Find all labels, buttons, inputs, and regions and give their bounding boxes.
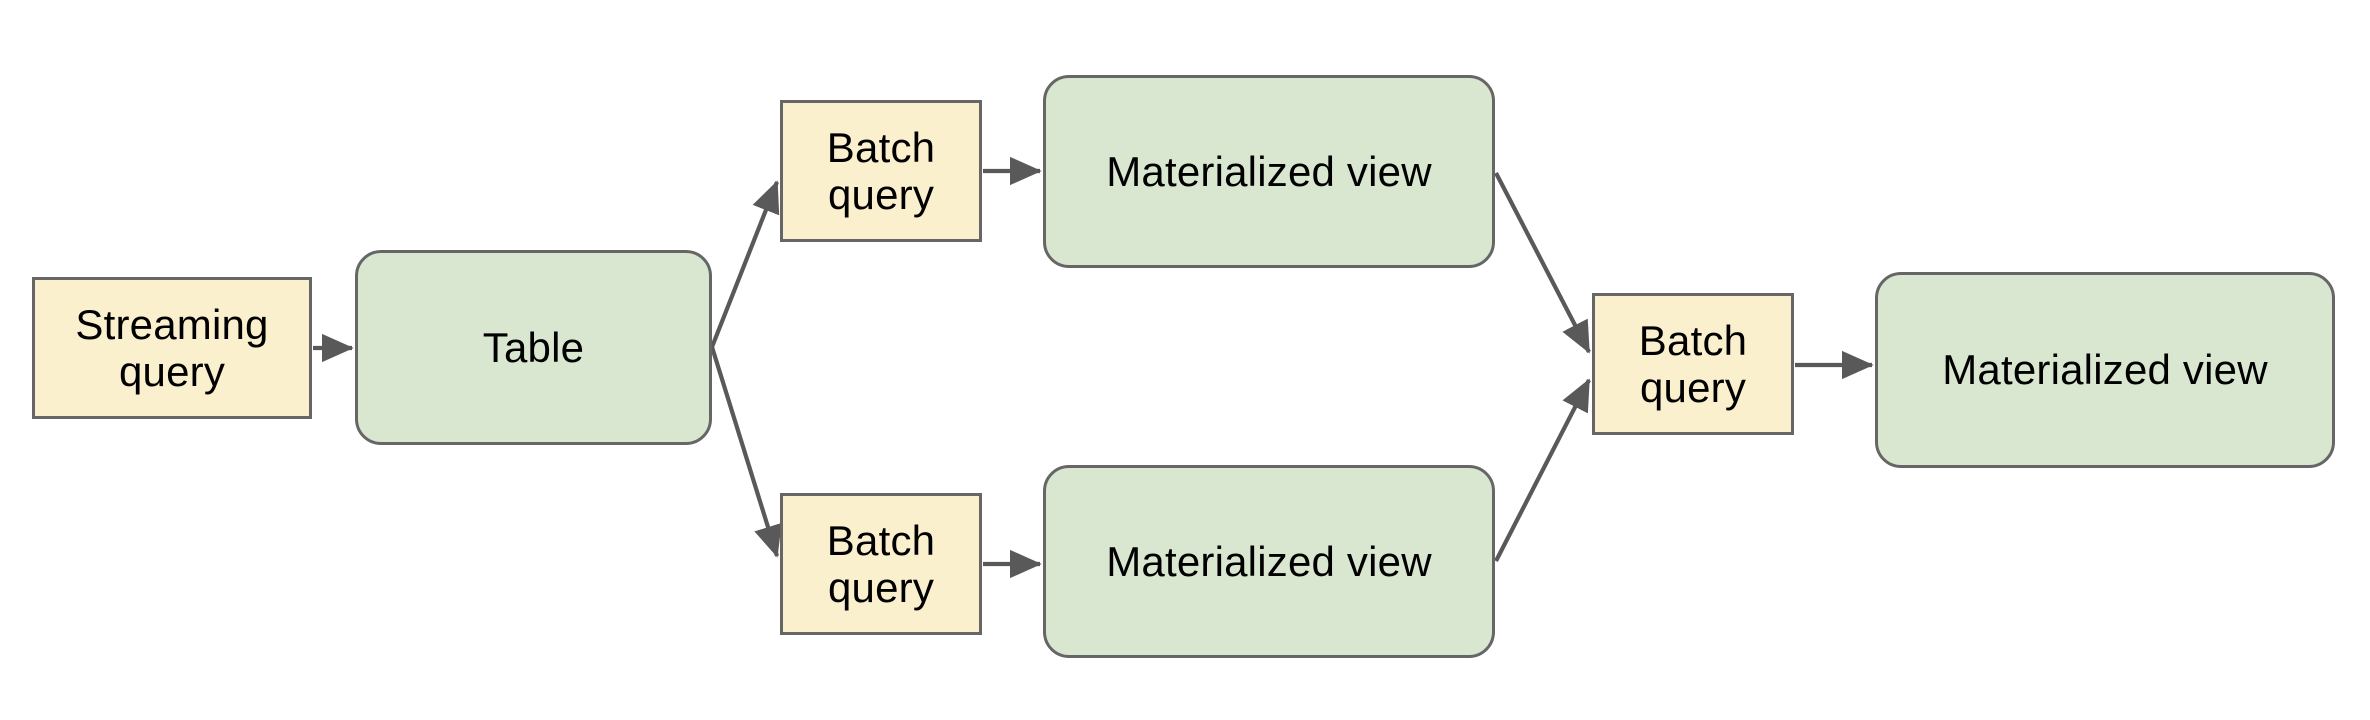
edge-table-to-batch-top [710, 180, 780, 348]
node-materialized-view-bottom[interactable]: Materialized view [1043, 465, 1495, 658]
node-batch-query-join[interactable]: Batch query [1592, 293, 1794, 435]
node-label-materialized-view-top: Materialized view [1106, 147, 1432, 195]
node-table[interactable]: Table [355, 250, 712, 445]
node-materialized-view-top[interactable]: Materialized view [1043, 75, 1495, 268]
edge-mv-bottom-to-batch-join [1494, 378, 1591, 562]
node-label-batch-query-bottom: Batch query [826, 516, 936, 611]
node-materialized-view-final[interactable]: Materialized view [1875, 272, 2335, 468]
node-label-materialized-view-bottom: Materialized view [1106, 537, 1432, 585]
node-label-streaming-query: Streaming query [75, 300, 269, 395]
edge-table-to-batch-bottom [709, 346, 782, 558]
node-batch-query-top[interactable]: Batch query [780, 100, 982, 242]
node-label-table: Table [482, 323, 585, 371]
node-label-materialized-view-final: Materialized view [1942, 346, 2268, 394]
edge-mv-top-to-batch-join [1494, 172, 1591, 354]
node-streaming-query[interactable]: Streaming query [32, 277, 312, 419]
node-label-batch-query-top: Batch query [826, 123, 936, 218]
node-batch-query-bottom[interactable]: Batch query [780, 493, 982, 635]
node-label-batch-query-join: Batch query [1638, 316, 1748, 411]
